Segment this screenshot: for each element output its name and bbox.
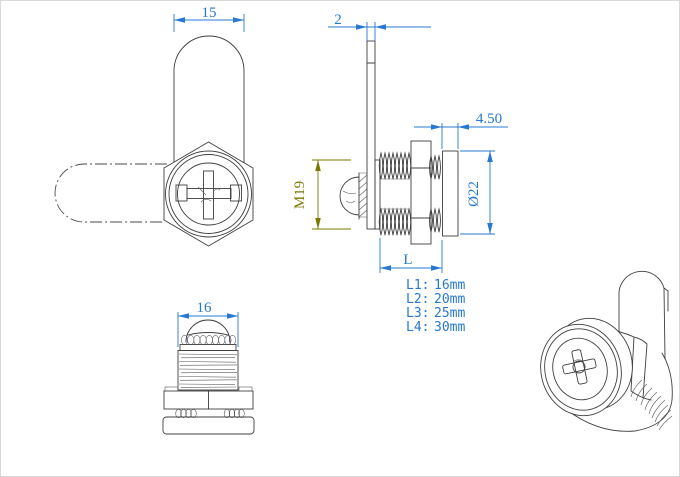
threaded-body-rear bbox=[177, 350, 239, 391]
dim-cam-thickness: 2 bbox=[328, 12, 431, 41]
thread-coils bbox=[378, 151, 412, 236]
lock-face-rim bbox=[168, 154, 249, 234]
lock-face-inner-ring bbox=[177, 162, 240, 226]
length-option-label: L1: bbox=[406, 278, 429, 293]
dim-thread-od: 16 bbox=[177, 300, 239, 347]
phantom-cam-lever bbox=[54, 163, 167, 223]
screw-dome-rear bbox=[185, 319, 231, 343]
dim-head-diameter-label: Ø22 bbox=[466, 181, 482, 207]
spring-washer-side bbox=[358, 172, 368, 218]
length-options-table: L1: 16mm L2: 20mm L3: 25mm L4: 30mm bbox=[406, 278, 465, 335]
length-option-label: L2: bbox=[406, 292, 429, 307]
dim-barrel-length-label: L bbox=[403, 252, 412, 268]
fixing-screw-dome bbox=[339, 172, 360, 220]
length-option-label: L3: bbox=[406, 306, 429, 321]
length-option-value: 25mm bbox=[434, 306, 465, 321]
dim-cam-width: 15 bbox=[173, 5, 245, 32]
dim-cam-width-label: 15 bbox=[202, 5, 217, 21]
dim-thread-od-label: 16 bbox=[197, 300, 213, 316]
cam-plate-front bbox=[173, 35, 245, 170]
side-view: 2 4.50 Ø22 M19 L bbox=[292, 12, 508, 273]
rear-bezel bbox=[374, 159, 381, 230]
cam-plate-side bbox=[366, 40, 376, 230]
dim-head-diameter: Ø22 bbox=[460, 150, 495, 235]
length-option-label: L4: bbox=[406, 320, 429, 335]
dim-head-thickness-label: 4.50 bbox=[476, 111, 502, 127]
length-option-value: 16mm bbox=[434, 278, 465, 293]
head-disc-side bbox=[442, 150, 459, 237]
dim-barrel-length: L bbox=[379, 238, 443, 273]
serrated-washers-rear bbox=[175, 408, 245, 418]
isometric-view bbox=[540, 270, 673, 432]
dim-cam-thickness-label: 2 bbox=[334, 12, 342, 28]
front-view: 15 bbox=[54, 5, 254, 247]
dim-head-thickness: 4.50 bbox=[414, 111, 508, 149]
hex-nut-side bbox=[410, 140, 432, 245]
thread-hatch-iso bbox=[630, 379, 673, 431]
body-silhouette-iso bbox=[566, 352, 673, 432]
spring-washer-rear bbox=[181, 335, 237, 345]
rear-view: 16 bbox=[162, 300, 255, 435]
length-option-value: 20mm bbox=[434, 292, 465, 307]
keyway-iso bbox=[562, 349, 597, 385]
dim-thread-size-label: M19 bbox=[292, 181, 308, 209]
washer-plate-rear bbox=[179, 344, 237, 351]
keyway-cross bbox=[175, 170, 242, 220]
head-base-rear bbox=[162, 416, 255, 435]
dim-thread-size: M19 bbox=[292, 159, 351, 230]
face-ring-inner-iso bbox=[552, 337, 608, 401]
cam-lever-iso bbox=[618, 270, 669, 360]
thread-stub bbox=[429, 154, 441, 233]
face-ring-mid-iso bbox=[544, 328, 618, 411]
head-face-iso bbox=[540, 323, 622, 417]
length-option-value: 30mm bbox=[434, 320, 465, 335]
hex-nut-rear bbox=[163, 386, 254, 410]
